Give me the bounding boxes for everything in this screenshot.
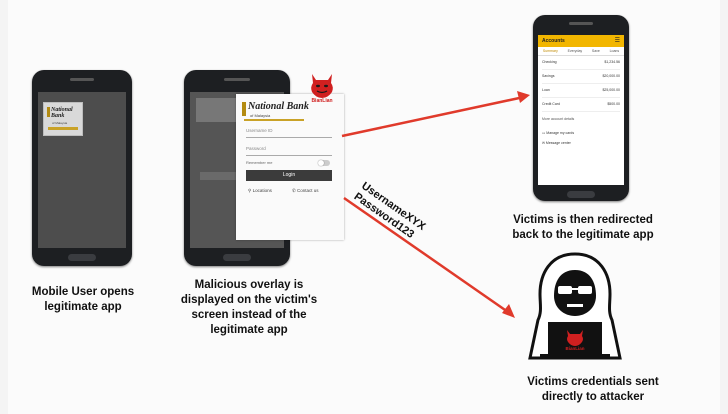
message-icon: ✉ [542,141,545,145]
location-pin-icon: ⚲ [248,188,252,193]
phone-legit-app: National Bank of Malaysia [32,70,132,266]
arrow-exfiltrate-head [502,304,515,318]
phone-screen: National Bank of Malaysia [38,92,126,248]
accounts-title: Accounts [542,38,565,44]
accounts-tab[interactable]: Everyday [567,49,583,53]
diagram-slide: National Bank of Malaysia Mobile User op… [8,0,720,414]
accounts-tabs: Summary Everyday Save Loans [538,47,624,56]
overlay-remember-toggle[interactable] [318,160,330,166]
arrow-redirect [341,95,525,138]
stolen-credentials: UsernameXYX Password123 [351,180,464,270]
overlay-bank-subtitle: of Malaysia [250,113,271,118]
phone-home-button [567,191,595,198]
toggle-knob [318,160,324,166]
account-name: Credit Card [542,102,560,106]
overlay-login-button[interactable]: Login [246,170,332,181]
accounts-action-label: Message center [545,141,571,145]
background-login-button [200,172,240,180]
bank-logo-icon [47,107,50,117]
devil-icon-svg [311,74,333,98]
account-amount: $25,000.00 [602,88,620,92]
account-name: Loan [542,88,550,92]
account-row[interactable]: Savings $20,000.00 [542,73,620,84]
accounts-tab[interactable]: Save [591,49,600,53]
account-row[interactable]: Loan $25,000.00 [542,87,620,98]
arrow-redirect-head [517,91,530,103]
hacker-icon [528,252,622,360]
overlay-contact-link[interactable]: ✆ Contact us [292,188,319,194]
accounts-header: Accounts ☰ [538,35,624,47]
bank-name: National Bank [51,107,73,119]
step1-caption: Mobile User opens legitimate app [31,286,135,313]
accounts-action[interactable]: ✉ Message center [542,141,571,145]
account-amount: $500.00 [607,102,620,106]
overlay-login-label: Login [282,172,296,178]
overlay-locations-link[interactable]: ⚲ Locations [248,188,272,194]
phone-speaker [70,78,94,81]
step4-caption: Victims credentials sent directly to att… [527,376,659,403]
accounts-action[interactable]: ▭ Manage my cards [542,131,574,135]
overlay-bank-name: National Bank [248,101,309,112]
account-amount: $1,234.56 [604,60,620,64]
account-name: Checking [542,60,557,64]
overlay-password-field[interactable]: Password [246,146,332,156]
accounts-menu-icon[interactable]: ☰ [614,38,620,44]
account-row[interactable]: Credit Card $500.00 [542,101,620,112]
overlay-username-field[interactable]: Username ID [246,128,332,138]
step2-caption: Malicious overlay is displayed on the vi… [180,279,318,336]
account-amount: $20,000.00 [602,74,620,78]
overlay-logo-bar [244,119,304,121]
account-row[interactable]: Checking $1,234.56 [542,59,620,70]
bank-logo-card: National Bank of Malaysia [43,102,83,136]
overlay-locations-label: Locations [252,188,272,193]
account-name: Savings [542,74,555,78]
background-legit-app [196,98,236,122]
bank-subtitle: of Malaysia [52,121,68,125]
overlay-login-card: National Bank of Malaysia Username ID Pa… [236,94,344,240]
accounts-tab[interactable]: Loans [609,49,620,53]
more-accounts-link[interactable]: More account details [542,117,575,121]
phone-icon: ✆ [292,188,296,193]
phone-screen: Accounts ☰ Summary Everyday Save Loans C… [538,35,624,185]
laptop-malware-label: BianLian [565,346,585,351]
accounts-tab[interactable]: Summary [542,49,558,53]
phone-speaker [569,22,593,25]
step3-caption: Victims is then redirected back to the l… [512,214,654,241]
stolen-password: Password123 [351,190,417,241]
arrow-exfiltrate [343,196,509,314]
overlay-contact-label: Contact us [297,188,319,193]
malware-devil-icon: BianLian [306,70,338,104]
accounts-action-label: Manage my cards [546,131,575,135]
stolen-username: UsernameXYX [359,180,428,233]
phone-speaker [224,78,250,81]
overlay-remember-label: Remember me [246,160,273,165]
phone-home-button [68,254,96,261]
malware-name-label: BianLian [311,98,333,104]
card-icon: ▭ [542,131,546,135]
phone-home-button [223,254,251,261]
bank-logo-bar [48,127,78,130]
overlay-bank-logo-icon [242,102,246,116]
phone-accounts: Accounts ☰ Summary Everyday Save Loans C… [533,15,629,201]
attacker-illustration: BianLian [520,250,630,362]
